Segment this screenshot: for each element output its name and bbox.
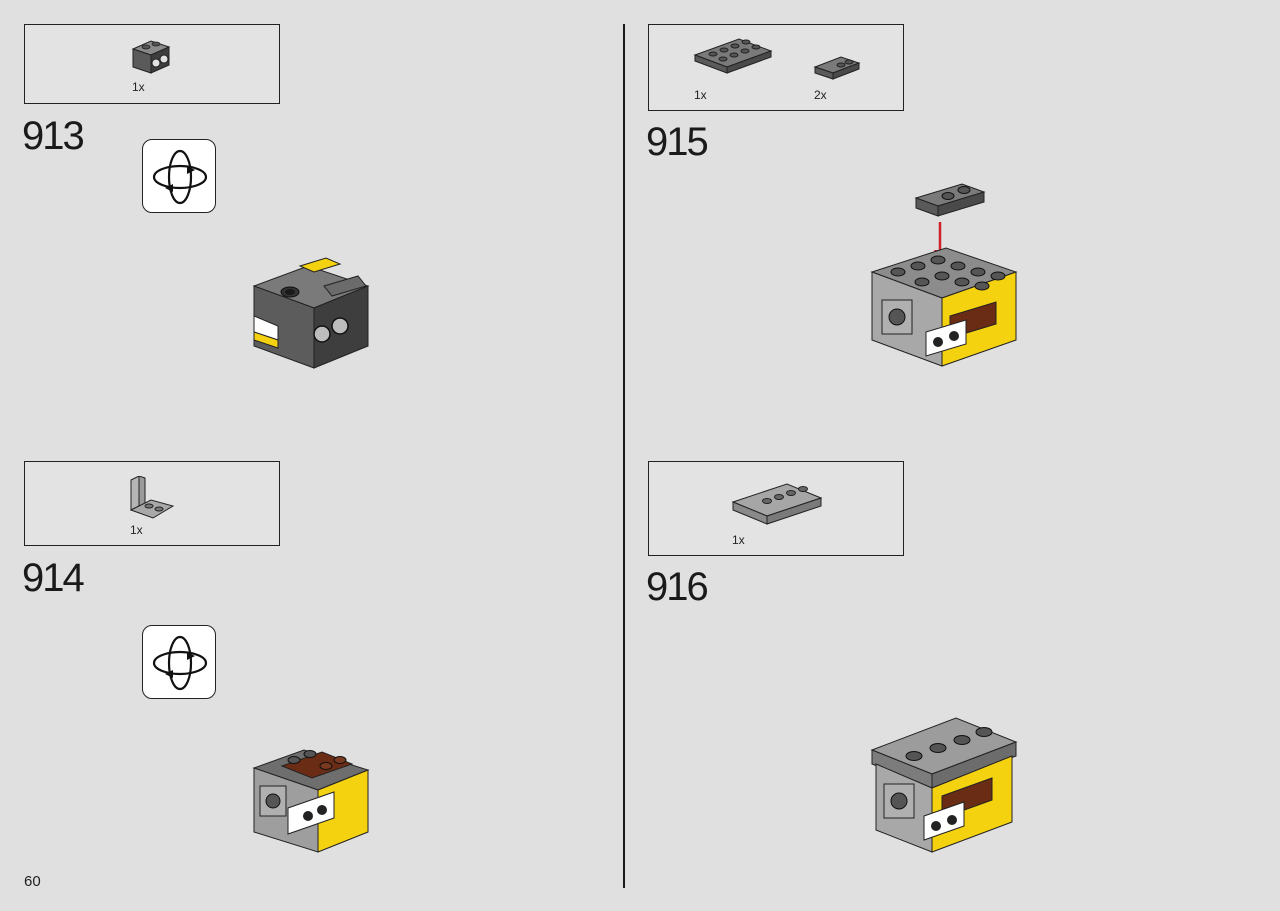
part-quantity: 1x xyxy=(732,533,745,547)
technic-brick-1x2-part xyxy=(131,40,171,74)
parts-callout-916: 1x xyxy=(648,461,904,556)
parts-callout-913: 1x xyxy=(24,24,280,104)
plate-rail-part xyxy=(813,56,861,80)
tile-with-studs-part xyxy=(731,483,823,525)
step-number-915: 915 xyxy=(646,120,709,164)
part-quantity: 2x xyxy=(814,88,827,102)
page-divider xyxy=(623,24,625,888)
plate-2x4-part xyxy=(693,38,773,74)
assembly-916-model xyxy=(870,717,1018,853)
page-number: 60 xyxy=(24,873,41,890)
part-quantity: 1x xyxy=(694,88,707,102)
rotate-model-icon xyxy=(142,139,216,213)
part-quantity: 1x xyxy=(132,80,145,94)
assembly-915-model xyxy=(870,183,1018,367)
step-number-913: 913 xyxy=(22,114,85,158)
rotate-model-icon xyxy=(142,625,216,699)
bracket-part xyxy=(129,476,175,519)
part-quantity: 1x xyxy=(130,523,143,537)
parts-callout-914: 1x xyxy=(24,461,280,546)
step-number-916: 916 xyxy=(646,565,709,609)
assembly-914-model xyxy=(252,749,370,853)
parts-callout-915: 1x 2x xyxy=(648,24,904,111)
assembly-913-model xyxy=(252,257,370,369)
step-number-914: 914 xyxy=(22,556,85,600)
